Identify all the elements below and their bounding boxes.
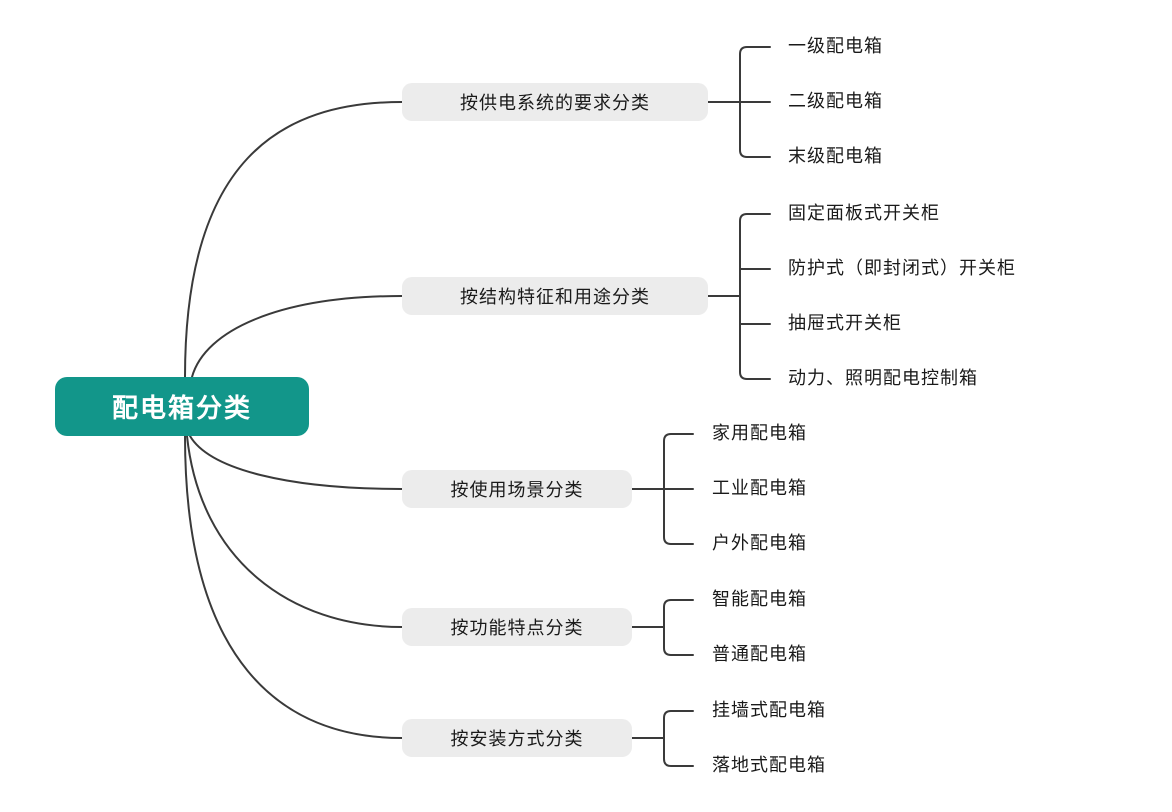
leaf-node[interactable]: 末级配电箱 (788, 146, 883, 167)
branch-node-function[interactable]: 按功能特点分类 (402, 608, 632, 646)
branch-label: 按使用场景分类 (450, 480, 584, 501)
bracket-3 (631, 433, 694, 545)
leaf-node[interactable]: 工业配电箱 (712, 478, 807, 499)
root-connector-2 (191, 295, 403, 378)
branch-node-installation[interactable]: 按安装方式分类 (402, 719, 632, 757)
leaf-node[interactable]: 家用配电箱 (712, 423, 807, 444)
leaf-node[interactable]: 固定面板式开关柜 (788, 203, 940, 224)
leaf-node[interactable]: 智能配电箱 (712, 589, 807, 610)
branch-node-structure[interactable]: 按结构特征和用途分类 (402, 277, 708, 315)
leaf-node[interactable]: 挂墙式配电箱 (712, 700, 826, 721)
branch-label: 按功能特点分类 (450, 618, 584, 639)
leaf-node[interactable]: 普通配电箱 (712, 644, 807, 665)
branch-node-scenario[interactable]: 按使用场景分类 (402, 470, 632, 508)
leaf-node[interactable]: 防护式（即封闭式）开关柜 (788, 258, 1016, 279)
leaf-node[interactable]: 动力、照明配电控制箱 (788, 368, 978, 389)
bracket-4 (631, 599, 694, 656)
bracket-1 (707, 46, 771, 158)
root-node[interactable]: 配电箱分类 (55, 377, 309, 436)
leaf-node[interactable]: 一级配电箱 (788, 36, 883, 57)
bracket-2 (707, 213, 771, 380)
branch-label: 按安装方式分类 (450, 729, 584, 750)
bracket-5 (631, 710, 694, 767)
leaf-node[interactable]: 户外配电箱 (712, 533, 807, 554)
branch-label: 按结构特征和用途分类 (460, 287, 650, 308)
leaf-node[interactable]: 抽屉式开关柜 (788, 313, 902, 334)
root-connector-5 (184, 435, 403, 739)
branch-node-power-system[interactable]: 按供电系统的要求分类 (402, 83, 708, 121)
leaf-node[interactable]: 二级配电箱 (788, 91, 883, 112)
branch-label: 按供电系统的要求分类 (460, 93, 650, 114)
root-label: 配电箱分类 (111, 394, 252, 424)
leaf-node[interactable]: 落地式配电箱 (712, 755, 826, 776)
root-connector-3 (189, 435, 403, 490)
root-connector-1 (184, 101, 403, 378)
root-connector-4 (186, 435, 403, 628)
